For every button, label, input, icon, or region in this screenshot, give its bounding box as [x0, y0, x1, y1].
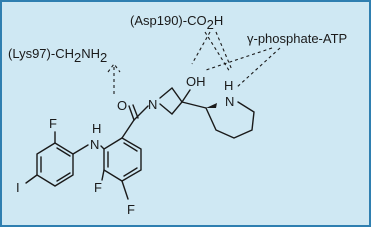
lys-label: (Lys97)-CH2NH2 — [8, 46, 107, 65]
azetidine-ring — [159, 86, 207, 115]
azetidine-n-label: N — [148, 97, 157, 112]
fluoro-ring-1-label: F — [94, 180, 102, 195]
fluoro-ring-2-label: F — [127, 202, 135, 217]
molecule-diagram: (Lys97)-CH2NH2 (Asp190)-CO2H γ-phosphate… — [8, 13, 347, 217]
amine-n-label: N — [90, 137, 99, 152]
hbond-asp-oh — [191, 31, 211, 65]
central-aryl-ring — [100, 119, 142, 200]
left-aryl-ring — [25, 131, 89, 187]
hbond-atp-nh — [235, 47, 281, 89]
piperidine-h-label: H — [224, 78, 233, 93]
carbonyl-o-label: O — [117, 98, 127, 113]
hbond-atp-oh — [205, 47, 273, 71]
carbonyl-group — [128, 104, 149, 121]
asp-label: (Asp190)-CO2H — [130, 13, 223, 32]
structure-figure: (Lys97)-CH2NH2 (Asp190)-CO2H γ-phosphate… — [0, 0, 371, 227]
iodo-label: I — [16, 180, 20, 195]
hbond-asp-nh — [215, 31, 233, 71]
hbond-asp-nh2 — [204, 31, 231, 73]
piperidine-n-label: N — [225, 94, 234, 109]
hydroxyl-label: OH — [186, 74, 206, 89]
amine-h-label: H — [92, 121, 101, 136]
fluoro-top-label: F — [49, 116, 57, 131]
piperidine-ring — [205, 101, 255, 139]
atp-label: γ-phosphate-ATP — [247, 31, 347, 46]
wedge-bond — [206, 103, 217, 108]
